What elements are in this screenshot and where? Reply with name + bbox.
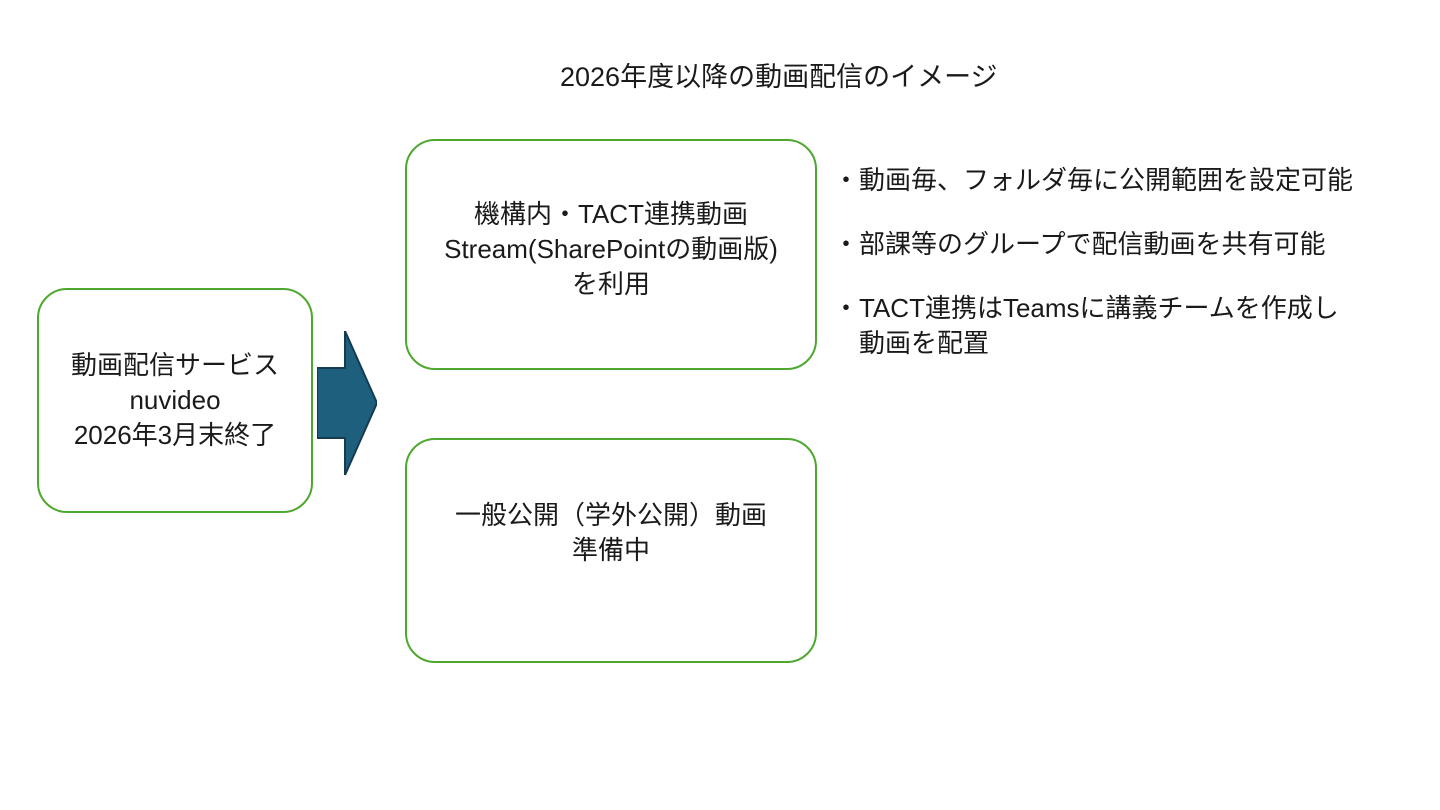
list-item-visibility-setting: ・ 動画毎、フォルダ毎に公開範囲を設定可能 bbox=[833, 163, 1413, 198]
public-box-line-2: 準備中 bbox=[571, 535, 650, 565]
stream-box-line-1: 機構内・TACT連携動画 bbox=[474, 199, 748, 229]
stream-box-line-3: を利用 bbox=[571, 269, 650, 299]
public-video-box: 一般公開（学外公開）動画 準備中 bbox=[405, 438, 817, 663]
stream-box-line-2: Stream(SharePointの動画版) bbox=[444, 234, 778, 264]
nuvideo-box-line-2: nuvideo bbox=[129, 385, 221, 415]
nuvideo-service-box: 動画配信サービス nuvideo 2026年3月末終了 bbox=[37, 288, 313, 513]
right-arrow-icon bbox=[317, 331, 377, 475]
public-box-line-1: 一般公開（学外公開）動画 bbox=[454, 500, 767, 530]
list-item-tact-teams: ・ TACT連携はTeamsに講義チームを作成し 動画を配置 bbox=[833, 291, 1413, 361]
bullet-text-line: 部課等のグループで配信動画を共有可能 bbox=[859, 229, 1326, 259]
bullet-text-line: 動画を配置 bbox=[859, 328, 990, 358]
right-arrow-shape bbox=[317, 331, 377, 475]
bullet-text-line: TACT連携はTeamsに講義チームを作成し bbox=[859, 293, 1339, 323]
nuvideo-box-line-1: 動画配信サービス bbox=[70, 350, 279, 380]
stream-usage-box: 機構内・TACT連携動画 Stream(SharePointの動画版) を利用 bbox=[405, 139, 817, 370]
nuvideo-box-line-3: 2026年3月末終了 bbox=[73, 420, 277, 450]
page-title: 2026年度以降の動画配信のイメージ bbox=[560, 62, 998, 92]
bullet-text-line: 動画毎、フォルダ毎に公開範囲を設定可能 bbox=[859, 165, 1354, 195]
bullet-marker: ・ bbox=[833, 229, 860, 259]
notes-list: ・ 動画毎、フォルダ毎に公開範囲を設定可能 ・ 部課等のグループで配信動画を共有… bbox=[833, 163, 1413, 390]
bullet-marker: ・ bbox=[833, 293, 860, 323]
list-item-group-sharing: ・ 部課等のグループで配信動画を共有可能 bbox=[833, 227, 1413, 262]
bullet-marker: ・ bbox=[833, 165, 860, 195]
